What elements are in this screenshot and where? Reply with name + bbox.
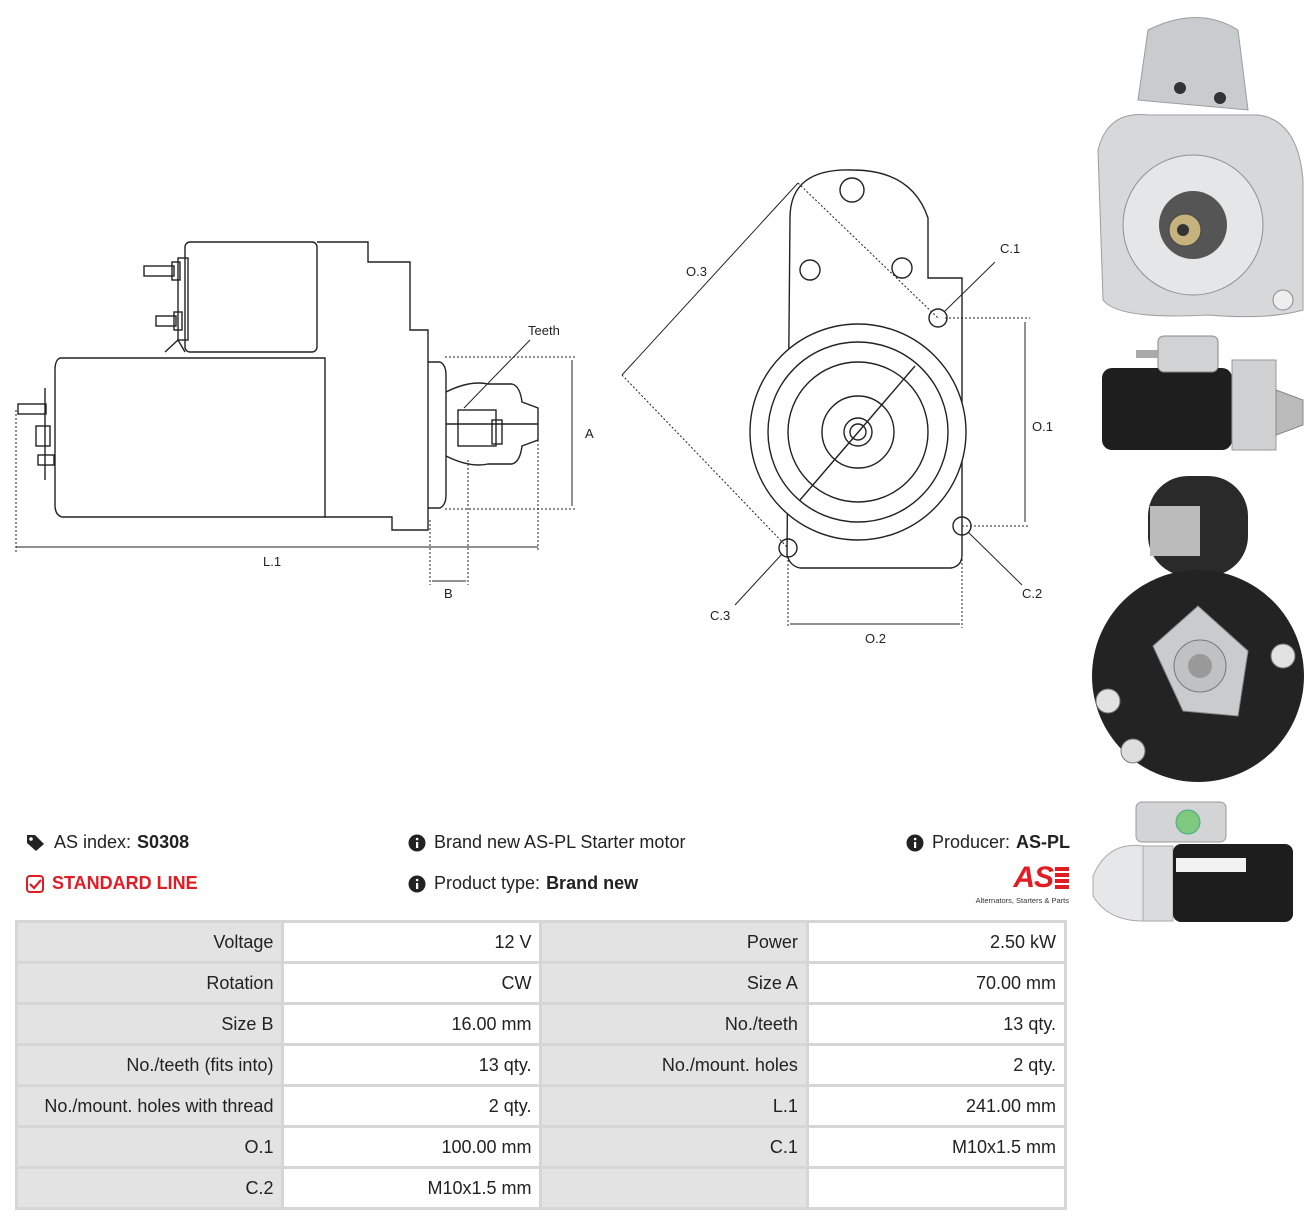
label-a: A [585, 426, 594, 441]
label-o2: O.2 [865, 631, 886, 646]
spec-label: No./mount. holes with thread [18, 1087, 282, 1125]
description-row: Brand new AS-PL Starter motor [408, 832, 685, 853]
standard-line-label: STANDARD LINE [52, 873, 198, 893]
spec-label: No./teeth (fits into) [18, 1046, 282, 1084]
spec-value: 13 qty. [808, 1005, 1064, 1043]
standard-line-row: STANDARD LINE [26, 873, 198, 894]
technical-drawing: Teeth A L.1 B O.3 C.1 O.1 C.2 C.3 O.2 [15, 169, 1053, 646]
description-text: Brand new AS-PL Starter motor [434, 832, 686, 852]
producer-value: AS-PL [1016, 832, 1071, 852]
pinion [428, 361, 447, 509]
spec-value: 13 qty. [284, 1046, 540, 1084]
spec-value: 241.00 mm [808, 1087, 1064, 1125]
logo-mark: AS [1013, 861, 1054, 894]
producer-label: Producer: [932, 832, 1011, 852]
label-b: B [444, 586, 453, 601]
spec-value: CW [284, 964, 540, 1002]
spec-value: 2.50 kW [808, 923, 1064, 961]
product-photo-front[interactable] [1088, 10, 1308, 330]
label-c1: C.1 [1000, 241, 1020, 256]
label-c3: C.3 [710, 608, 730, 623]
spec-value [808, 1169, 1064, 1207]
as-index-label: AS index: [54, 832, 132, 852]
solenoid [184, 241, 318, 353]
spec-value: M10x1.5 mm [284, 1169, 540, 1207]
drive-housing [317, 241, 429, 531]
spec-label: O.1 [18, 1128, 282, 1166]
spec-label: Power [542, 923, 806, 961]
spec-value: 16.00 mm [284, 1005, 540, 1043]
spec-label: Voltage [18, 923, 282, 961]
as-index-row: AS index: S0308 [26, 832, 189, 853]
logo-tagline: Alternators, Starters & Parts [975, 896, 1069, 905]
spec-value: 12 V [284, 923, 540, 961]
spec-row: No./teeth (fits into)13 qty.No./mount. h… [18, 1046, 1064, 1084]
label-o3: O.3 [686, 264, 707, 279]
product-type-label: Product type: [434, 873, 541, 893]
info-circle-icon [906, 834, 924, 852]
spec-value: M10x1.5 mm [808, 1128, 1064, 1166]
check-square-icon [26, 874, 44, 893]
label-l1: L.1 [263, 554, 281, 569]
spec-label: No./mount. holes [542, 1046, 806, 1084]
spec-label: L.1 [542, 1087, 806, 1125]
tags-icon [26, 834, 46, 852]
label-o1: O.1 [1032, 419, 1053, 434]
motor-body [54, 357, 326, 518]
spec-label: Rotation [18, 964, 282, 1002]
product-type-row: Product type: Brand new [408, 873, 638, 894]
label-c2: C.2 [1022, 586, 1042, 601]
spec-label: Size A [542, 964, 806, 1002]
spec-label [542, 1169, 806, 1207]
product-photo-rear[interactable] [1088, 466, 1308, 786]
spec-value: 70.00 mm [808, 964, 1064, 1002]
info-circle-icon [408, 834, 426, 852]
info-circle-icon [408, 875, 426, 893]
producer-row: Producer: AS-PL [906, 832, 1070, 853]
product-type-value: Brand new [546, 873, 639, 893]
as-pl-logo[interactable]: AS Alternators, Starters & Parts [964, 861, 1069, 908]
label-teeth: Teeth [528, 323, 560, 338]
product-photo-side-2[interactable] [1088, 796, 1308, 931]
spec-value: 2 qty. [808, 1046, 1064, 1084]
spec-label: No./teeth [542, 1005, 806, 1043]
as-index-value: S0308 [137, 832, 190, 852]
spec-value: 2 qty. [284, 1087, 540, 1125]
spec-value: 100.00 mm [284, 1128, 540, 1166]
spec-label: Size B [18, 1005, 282, 1043]
spec-label: C.2 [18, 1169, 282, 1207]
spec-label: C.1 [542, 1128, 806, 1166]
product-photo-side-1[interactable] [1098, 330, 1308, 455]
